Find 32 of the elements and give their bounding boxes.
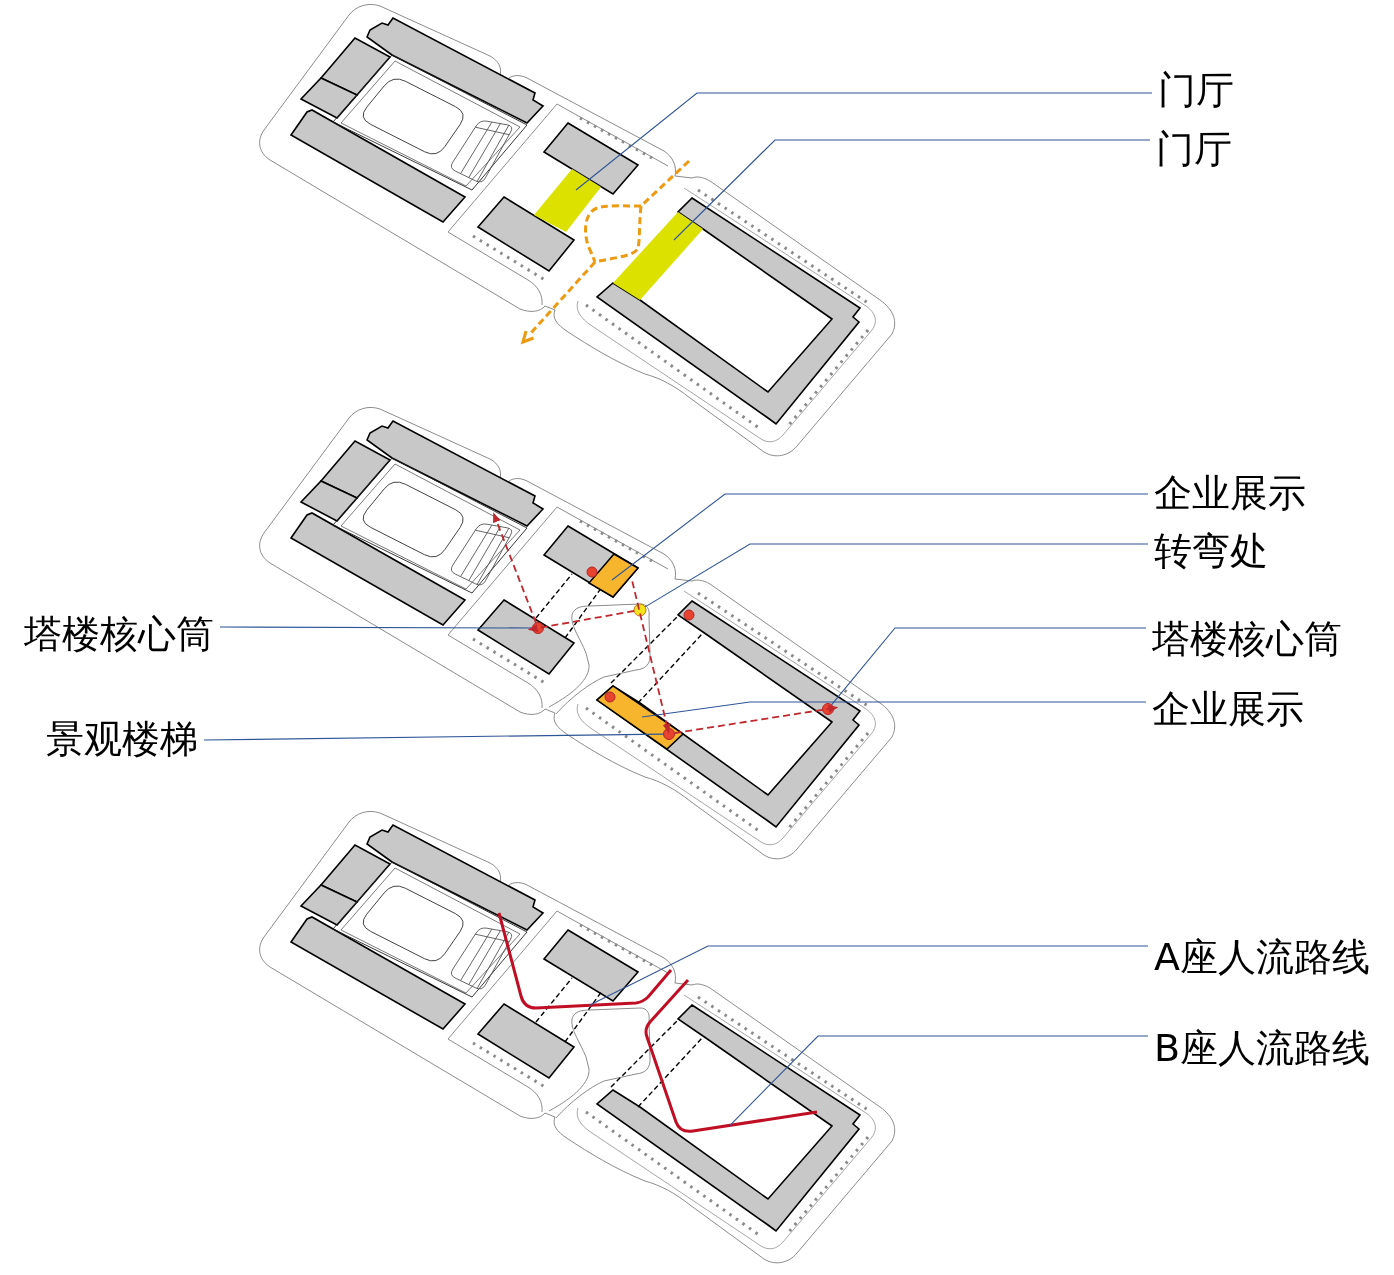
leader-line bbox=[611, 493, 1149, 581]
route-line bbox=[644, 979, 818, 1133]
dot-marker-icon bbox=[532, 622, 544, 634]
flow-arrow bbox=[527, 610, 635, 633]
dot-marker-icon bbox=[663, 728, 675, 740]
highlight-band bbox=[534, 169, 601, 232]
leader-line bbox=[729, 1035, 1149, 1126]
leader-line bbox=[644, 543, 1149, 608]
leader-line bbox=[219, 626, 534, 629]
highlight-band bbox=[613, 212, 703, 300]
callout-text: 转弯处 bbox=[1154, 529, 1268, 573]
flow-arrow bbox=[673, 704, 839, 734]
leader-line bbox=[588, 945, 1149, 1006]
highlight-block bbox=[595, 685, 685, 750]
dot-marker-icon bbox=[633, 603, 647, 617]
leader-line bbox=[203, 733, 665, 741]
callout-text: 门厅 bbox=[1156, 127, 1232, 171]
leader-line bbox=[641, 701, 1147, 718]
flow-arrow bbox=[631, 580, 671, 734]
callout-text: 企业展示 bbox=[1152, 687, 1304, 731]
leader-line bbox=[830, 627, 1147, 706]
flow-arrow bbox=[493, 512, 537, 624]
dot-marker-icon bbox=[822, 703, 834, 715]
route-line bbox=[497, 912, 673, 1010]
callout-text: B座人流路线 bbox=[1154, 1026, 1371, 1070]
leader-line bbox=[575, 92, 1153, 191]
callout-text: 塔楼核心筒 bbox=[1152, 617, 1342, 661]
callout-text: 景观楼梯 bbox=[46, 717, 198, 761]
callout-text: 塔楼核心筒 bbox=[24, 612, 214, 656]
callout-text: A座人流路线 bbox=[1154, 935, 1370, 979]
callout-text: 门厅 bbox=[1158, 68, 1234, 112]
callout-text: 企业展示 bbox=[1154, 471, 1306, 515]
